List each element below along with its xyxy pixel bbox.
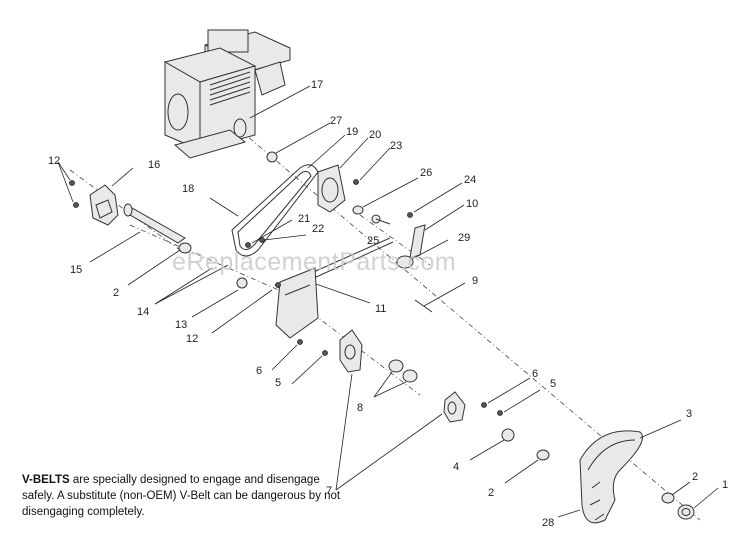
washer-part-2 bbox=[178, 242, 192, 254]
callout-3: 3 bbox=[686, 408, 692, 420]
callout-12-bottom: 12 bbox=[186, 333, 198, 345]
washer-part-2-far bbox=[661, 492, 675, 504]
bearing-flange-part bbox=[339, 329, 363, 373]
shaft-part-15 bbox=[123, 203, 186, 244]
callout-15: 15 bbox=[70, 264, 82, 276]
callout-2-left: 2 bbox=[113, 287, 119, 299]
nut-part-23 bbox=[353, 179, 359, 185]
callout-19: 19 bbox=[346, 126, 358, 138]
nut-part-6-right bbox=[481, 402, 487, 408]
watermark-text: eReplacementParts.com bbox=[172, 248, 457, 276]
washer-part-2-right bbox=[536, 449, 550, 461]
callout-2-right: 2 bbox=[692, 471, 698, 483]
bushing-part-13 bbox=[236, 277, 248, 289]
note-bold-term: V-BELTS bbox=[22, 474, 70, 486]
callout-24: 24 bbox=[464, 174, 476, 186]
bolt-part-12-bottom bbox=[275, 282, 281, 288]
pin-part-24 bbox=[407, 212, 413, 218]
callout-16: 16 bbox=[148, 159, 160, 171]
callout-6-left: 6 bbox=[256, 365, 262, 377]
washer-part-5-right bbox=[497, 410, 503, 416]
nut-part-6-left bbox=[297, 339, 303, 345]
bolt-part-25 bbox=[371, 214, 391, 225]
callout-4: 4 bbox=[453, 461, 459, 473]
plate-part-11 bbox=[275, 267, 319, 339]
callout-6-right: 6 bbox=[532, 368, 538, 380]
pin-part-9 bbox=[414, 299, 433, 313]
washer-part-27 bbox=[266, 151, 278, 163]
callout-29: 29 bbox=[458, 232, 470, 244]
callout-14: 14 bbox=[137, 306, 149, 318]
callout-22: 22 bbox=[312, 223, 324, 235]
bushing-part-4 bbox=[501, 428, 515, 442]
bracket-part-16 bbox=[89, 184, 119, 226]
callout-10: 10 bbox=[466, 198, 478, 210]
callout-27: 27 bbox=[330, 115, 342, 127]
callout-20: 20 bbox=[369, 129, 381, 141]
callout-13: 13 bbox=[175, 319, 187, 331]
callout-25: 25 bbox=[367, 235, 379, 247]
callout-17: 17 bbox=[311, 79, 323, 91]
callout-5-left: 5 bbox=[275, 377, 281, 389]
bolts-part-12-top bbox=[69, 180, 79, 208]
callout-11: 11 bbox=[375, 303, 386, 315]
callout-2-mid: 2 bbox=[488, 487, 494, 499]
vbelt-warning-note: V-BELTS are specially designed to engage… bbox=[22, 472, 352, 520]
note-body: are specially designed to engage and dis… bbox=[22, 474, 341, 518]
cap-part-1 bbox=[677, 504, 695, 520]
callout-1: 1 bbox=[722, 479, 728, 491]
callout-labels: 17 27 19 20 23 26 24 10 25 29 9 16 12 18… bbox=[48, 79, 728, 529]
callout-28: 28 bbox=[542, 517, 554, 529]
engine-part bbox=[163, 29, 291, 159]
bearing-flange-right-part bbox=[443, 391, 466, 423]
callout-7: 7 bbox=[326, 485, 332, 497]
callout-26: 26 bbox=[420, 167, 432, 179]
washer-part-26 bbox=[352, 205, 364, 215]
callout-8: 8 bbox=[357, 402, 363, 414]
bearings-part-8 bbox=[388, 359, 418, 383]
callout-12-top: 12 bbox=[48, 155, 60, 167]
washer-part-5-left bbox=[322, 350, 328, 356]
callout-5-right: 5 bbox=[550, 378, 556, 390]
leader-lines bbox=[57, 85, 719, 518]
callout-23: 23 bbox=[390, 140, 402, 152]
wheel-part-3 bbox=[579, 430, 643, 524]
v-belt-part-18 bbox=[231, 164, 319, 257]
washer-part-21 bbox=[245, 242, 251, 248]
pulley-part-20 bbox=[317, 164, 346, 213]
callout-18: 18 bbox=[182, 183, 194, 195]
callout-9: 9 bbox=[472, 275, 478, 287]
callout-21: 21 bbox=[298, 213, 310, 225]
